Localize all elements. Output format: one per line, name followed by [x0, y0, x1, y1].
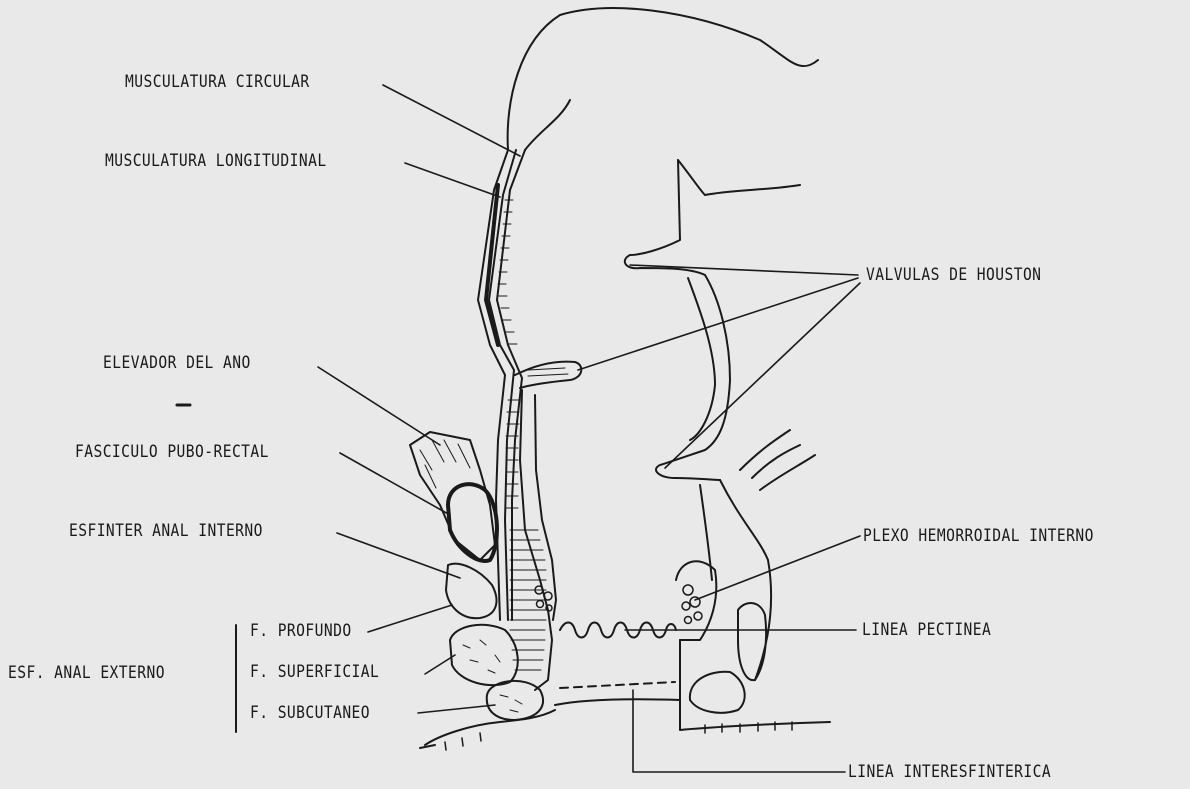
- anal-margin-right: [680, 640, 830, 730]
- rectal-wall-right-upper: [525, 100, 570, 150]
- label-linea-interesfinterica: LINEA INTERESFINTERICA: [848, 762, 1051, 782]
- leader-f-subcutaneo: [418, 705, 495, 713]
- leader-valvulas-3: [665, 283, 860, 468]
- anal-column-right: [676, 561, 716, 640]
- f-superficial-bundle: [450, 625, 518, 685]
- label-esfinter-anal-interno: ESFINTER ANAL INTERNO: [69, 521, 263, 541]
- rectal-wall-right-upper-inner: [625, 160, 705, 275]
- rectal-wall-right-outer: [678, 160, 800, 195]
- leader-valvulas-1: [630, 265, 858, 275]
- houston-fold-lower-hatching: [528, 368, 568, 376]
- external-sphincter-right: [690, 672, 745, 713]
- leader-fasciculo: [340, 453, 450, 515]
- elevador-hatching: [420, 440, 470, 488]
- label-f-subcutaneo: F. SUBCUTANEO: [250, 703, 370, 723]
- label-f-profundo: F. PROFUNDO: [250, 621, 352, 641]
- perianal-skin-edge: [420, 745, 435, 748]
- elevador-del-ano-muscle: [410, 432, 495, 560]
- houston-fold-right: [656, 450, 720, 480]
- rectal-wall-right-column: [705, 275, 730, 450]
- label-plexo-hemorroidal-interno: PLEXO HEMORROIDAL INTERNO: [863, 526, 1094, 546]
- label-musculatura-longitudinal: MUSCULATURA LONGITUDINAL: [105, 151, 327, 171]
- leader-musculatura-circular: [383, 85, 520, 156]
- leader-musculatura-longitudinal: [405, 163, 500, 197]
- intersphincteric-dashed-line: [560, 682, 675, 688]
- label-musculatura-circular: MUSCULATURA CIRCULAR: [125, 72, 310, 92]
- plexo-hemorroidal-vessels: [682, 585, 702, 624]
- leader-plexo: [695, 536, 860, 600]
- label-valvulas-de-houston: VALVULAS DE HOUSTON: [866, 265, 1041, 285]
- leader-elevador: [318, 367, 440, 445]
- leader-f-superficial: [425, 655, 455, 674]
- label-elevador-del-ano: ELEVADOR DEL ANO: [103, 353, 251, 373]
- circular-muscle-hatching: [498, 200, 520, 508]
- leader-f-profundo: [368, 605, 452, 632]
- perianal-skin-left: [425, 710, 555, 745]
- external-sphincter-right-column: [738, 603, 766, 680]
- anal-canal-skin-right: [555, 699, 680, 705]
- leader-esfinter-interno: [337, 533, 460, 578]
- leader-linea-interesfinterica: [633, 690, 845, 772]
- label-f-superficial: F. SUPERFICIAL: [250, 662, 379, 682]
- external-sphincter-texture: [463, 640, 522, 712]
- rectal-wall-upper-contour: [508, 8, 818, 150]
- label-fasciculo-pubo-rectal: FASCICULO PUBO-RECTAL: [75, 442, 269, 462]
- label-linea-pectinea: LINEA PECTINEA: [862, 620, 991, 640]
- label-esf-anal-externo: ESF. ANAL EXTERNO: [8, 663, 165, 683]
- esfinter-anal-interno-block: [446, 564, 496, 618]
- rectal-wall-right-column-inner: [688, 278, 715, 440]
- ischiorectal-lines: [740, 430, 815, 490]
- skin-ticks-left: [445, 733, 481, 750]
